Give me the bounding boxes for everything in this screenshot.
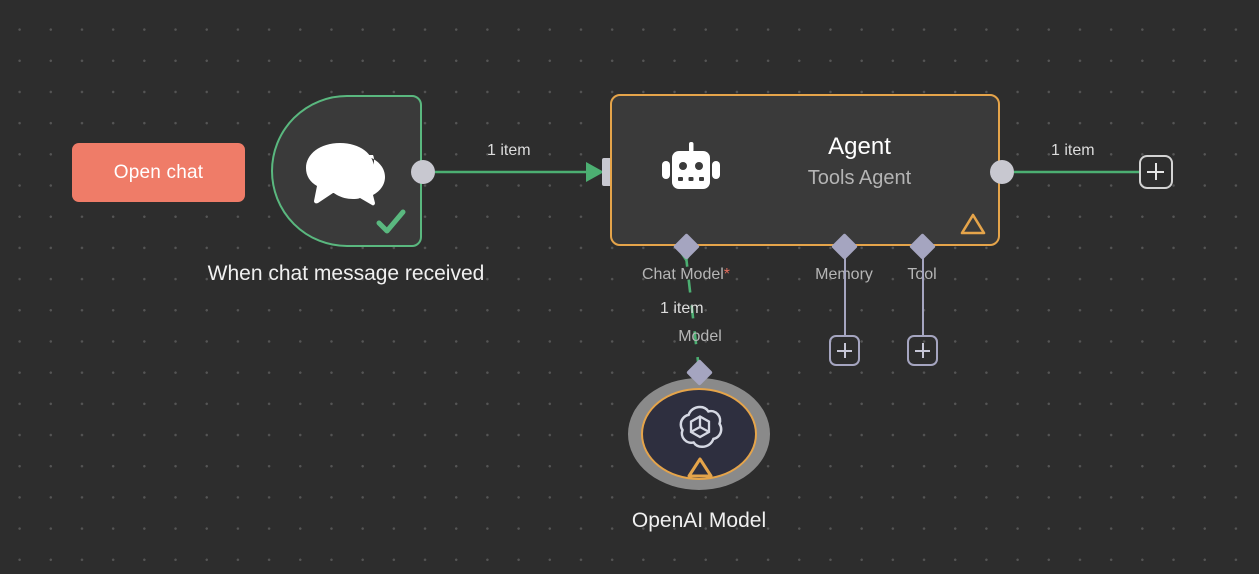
agent-output-port[interactable] <box>990 160 1014 184</box>
warning-triangle-icon[interactable] <box>687 457 713 479</box>
agent-memory-stem <box>843 255 846 335</box>
connection-label-trigger-to-agent: 1 item <box>487 142 531 159</box>
warning-triangle-icon[interactable] <box>960 212 986 236</box>
add-next-node-button[interactable] <box>1139 155 1173 189</box>
robot-icon <box>662 142 720 189</box>
agent-subtitle: Tools Agent <box>807 167 912 189</box>
agent-title: Agent <box>828 133 891 160</box>
node-label-openai-model: OpenAI Model <box>631 509 767 532</box>
open-chat-button[interactable]: Open chat <box>72 143 245 202</box>
chat-bubbles-icon <box>305 142 385 206</box>
agent-tool-stem <box>921 255 924 335</box>
node-openai-model[interactable] <box>641 388 757 480</box>
connection-label-agent-to-add: 1 item <box>1051 142 1095 159</box>
add-memory-button[interactable] <box>829 335 860 366</box>
trigger-output-port[interactable] <box>411 160 435 184</box>
connection-sublabel-model: Model <box>678 328 722 345</box>
node-agent[interactable]: Agent Tools Agent <box>610 94 1000 246</box>
node-when-chat-message-received[interactable] <box>271 95 422 247</box>
add-tool-button[interactable] <box>907 335 938 366</box>
agent-port-label-chat-model: Chat Model* <box>641 266 731 283</box>
agent-text-block: Agent Tools Agent <box>742 132 977 192</box>
node-label-chat-trigger: When chat message received <box>207 262 485 285</box>
openai-logo-icon <box>679 405 723 449</box>
connection-label-model-to-agent: 1 item <box>660 300 704 317</box>
check-icon <box>376 209 406 234</box>
